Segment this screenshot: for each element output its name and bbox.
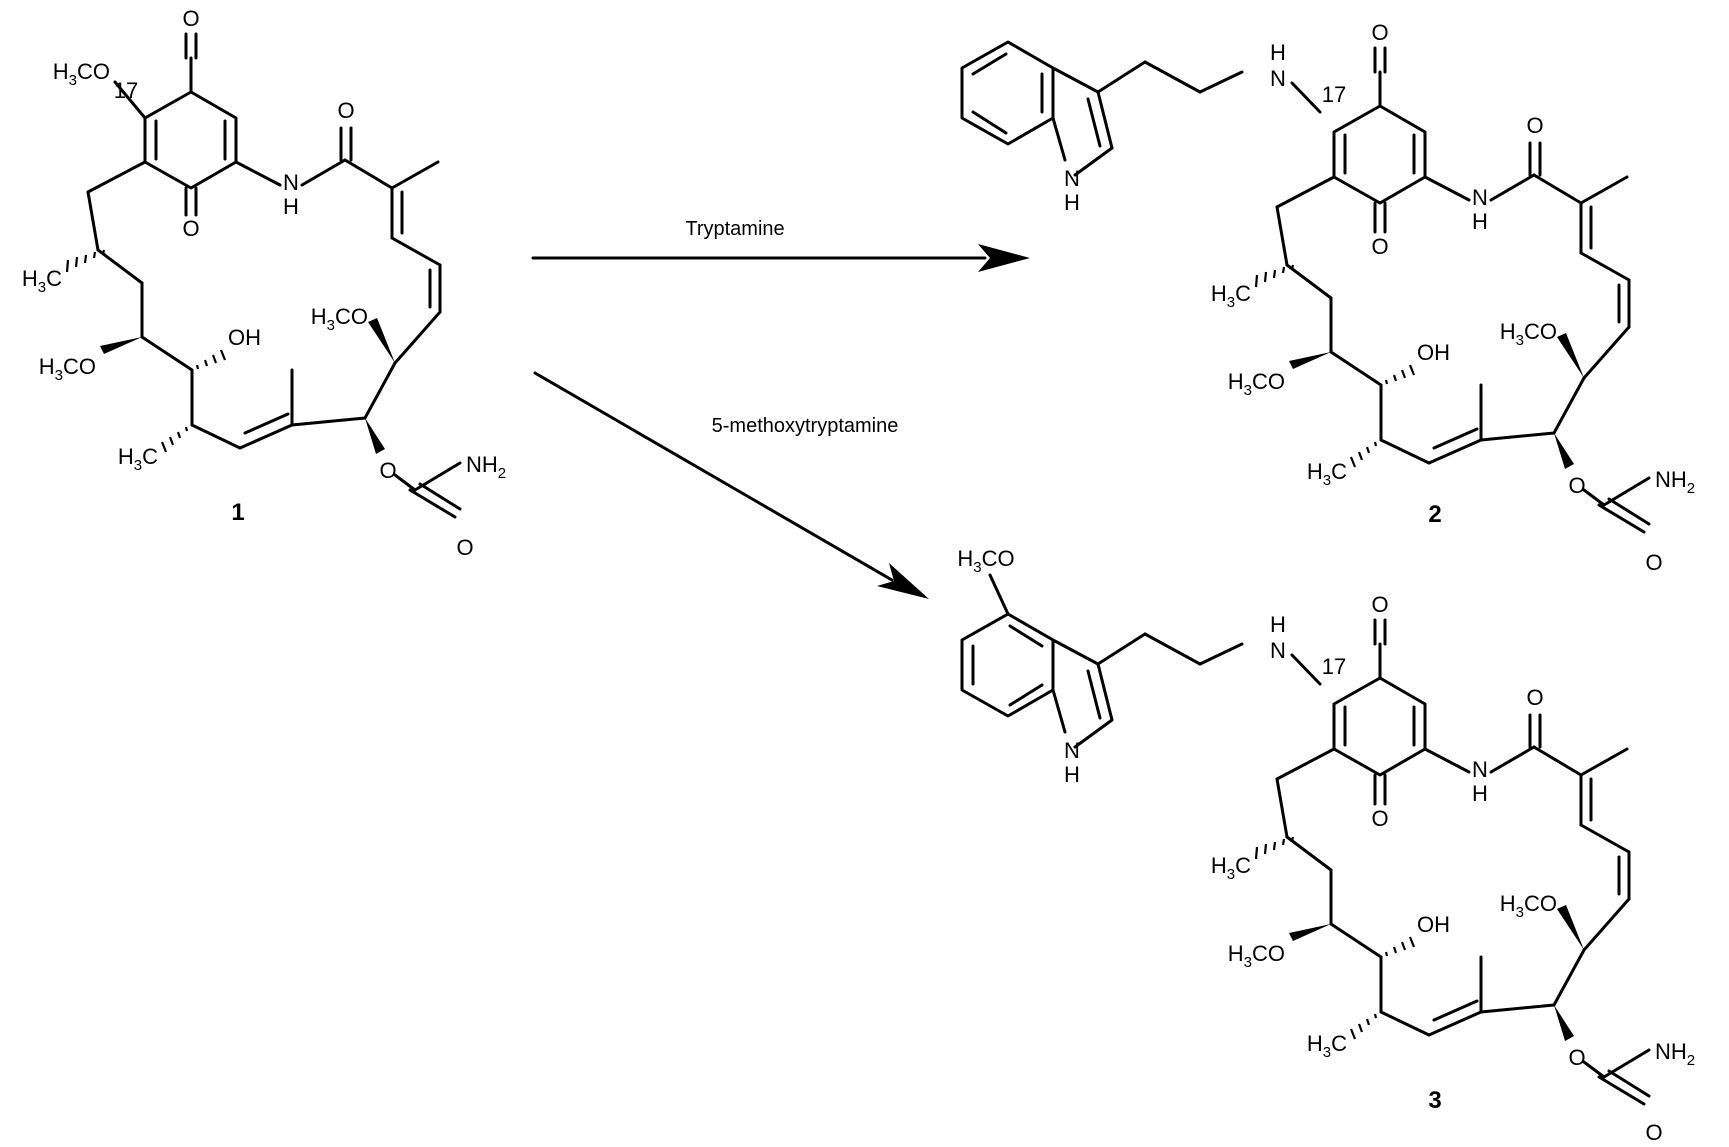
compound-3-amide-nh-n: N <box>1472 757 1488 782</box>
compound-2-methyl-bottom: H3C <box>1307 459 1347 489</box>
compound-2-methyl-left: H3C <box>1211 281 1251 311</box>
compound-3-methoxy-left: H3CO <box>1228 941 1285 971</box>
compound-2-indole <box>960 40 1244 177</box>
compound-3-methyl-left: H3C <box>1211 853 1251 883</box>
reagent-label-tryptamine: Tryptamine <box>685 218 784 240</box>
compound-1-carbamate-oxygen: O <box>379 458 396 483</box>
compound-1-amide-nh-h: H <box>283 194 299 219</box>
compound-1-stereo-bonds <box>65 249 395 454</box>
compound-3-indole-methoxy: H3CO <box>957 546 1014 576</box>
compound-2-position-17: 17 <box>1322 82 1346 107</box>
compound-3-indole <box>960 573 1244 749</box>
compound-2-amide-nh-n: N <box>1472 185 1488 210</box>
compound-3-position-17: 17 <box>1322 654 1346 679</box>
compound-1-structure: O O O 17 H3CO N H H3C H3CO OH H3C H3CO O… <box>22 6 506 560</box>
compound-2-amine-h: H <box>1270 40 1286 65</box>
compound-1-methyl-left: H3C <box>22 266 62 296</box>
compound-3-structure: H3CO N H H N <box>957 546 1695 1145</box>
compound-1-amide-nh-n: N <box>283 170 299 195</box>
compound-3-carbamate-nh2: NH2 <box>1655 1039 1695 1069</box>
compound-3-indole-h: H <box>1064 762 1080 787</box>
compound-1-methoxy-left: H3CO <box>39 354 96 384</box>
compound-3-amine-n: N <box>1270 638 1286 663</box>
compound-2-structure: N H H N <box>960 20 1695 575</box>
compound-3-quinone-oxygen-bottom: O <box>1371 806 1388 831</box>
compound-3-methoxy-right: H3CO <box>1500 891 1557 921</box>
compound-1-amide-oxygen: O <box>337 98 354 123</box>
arrow-tryptamine <box>531 244 1030 272</box>
compound-3-hydroxyl: OH <box>1417 912 1450 937</box>
compound-2-carbamate-carbonyl-oxygen: O <box>1645 550 1662 575</box>
compound-1-methoxy-17: H3CO <box>53 59 110 89</box>
compound-2-hydroxyl: OH <box>1417 340 1450 365</box>
compound-3-core-bonds <box>1275 618 1651 1106</box>
compound-2-carbamate-oxygen: O <box>1568 473 1585 498</box>
compound-2-amide-oxygen: O <box>1526 113 1543 138</box>
compound-3-quinone-oxygen-top: O <box>1371 592 1388 617</box>
arrow-methoxytryptamine <box>533 371 929 599</box>
compound-1-hydroxyl: OH <box>228 325 261 350</box>
reagent-label-methoxytryptamine: 5-methoxytryptamine <box>712 415 899 437</box>
compound-2-stereo-bonds <box>1254 264 1584 469</box>
compound-1-carbamate-carbonyl-oxygen: O <box>456 535 473 560</box>
compound-1-label: 1 <box>231 499 244 526</box>
compound-1-position-17: 17 <box>114 78 138 103</box>
compound-3-carbamate-oxygen: O <box>1568 1045 1585 1070</box>
compound-1-methyl-bottom: H3C <box>118 444 158 474</box>
compound-2-methoxy-left: H3CO <box>1228 369 1285 399</box>
compound-3-methyl-bottom: H3C <box>1307 1031 1347 1061</box>
compound-2-quinone-oxygen-bottom: O <box>1371 234 1388 259</box>
compound-3-amine-h: H <box>1270 612 1286 637</box>
compound-1-methoxy-right: H3CO <box>311 304 368 334</box>
compound-1-carbamate-nh2: NH2 <box>466 452 506 482</box>
compound-1-quinone-oxygen-bottom: O <box>182 216 199 241</box>
compound-3-amide-nh-h: H <box>1472 781 1488 806</box>
compound-2-methoxy-right: H3CO <box>1500 319 1557 349</box>
compound-3-indole-n: N <box>1064 738 1080 763</box>
compound-2-indole-n: N <box>1064 166 1080 191</box>
compound-2-amide-nh-h: H <box>1472 209 1488 234</box>
compound-2-core-bonds <box>1275 46 1651 534</box>
compound-3-label: 3 <box>1428 1087 1441 1114</box>
compound-3-stereo-bonds <box>1254 836 1584 1041</box>
compound-1-bonds <box>86 32 462 519</box>
compound-3-amide-oxygen: O <box>1526 685 1543 710</box>
compound-3-carbamate-carbonyl-oxygen: O <box>1645 1120 1662 1145</box>
compound-1-quinone-oxygen-top: O <box>182 6 199 31</box>
compound-2-carbamate-nh2: NH2 <box>1655 467 1695 497</box>
compound-2-amine-n: N <box>1270 66 1286 91</box>
compound-2-indole-h: H <box>1064 190 1080 215</box>
compound-2-label: 2 <box>1428 501 1441 528</box>
compound-2-quinone-oxygen-top: O <box>1371 20 1388 45</box>
